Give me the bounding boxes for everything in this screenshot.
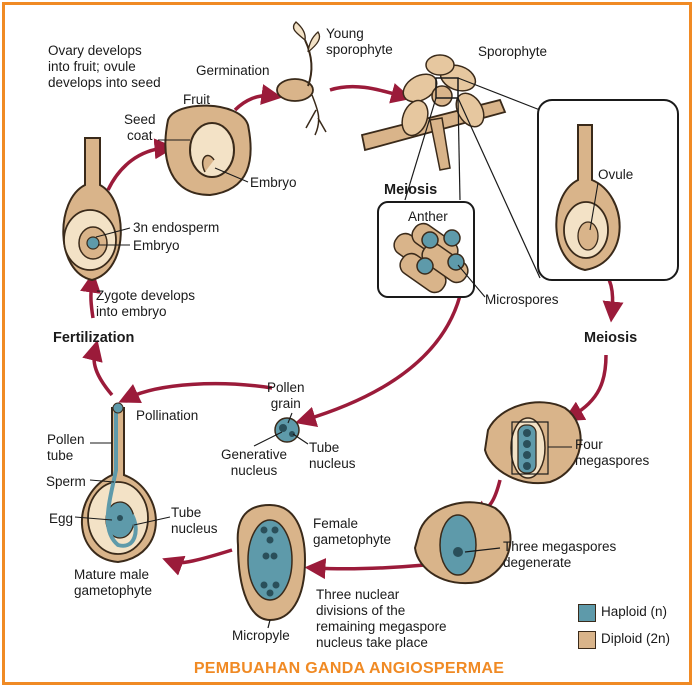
meiosis-ovule-label: Meiosis (584, 330, 638, 346)
label-leader-lines (74, 139, 599, 526)
young-sporophyte-label: Young sporophyte (326, 26, 393, 57)
haploid-legend-label: Haploid (n) (601, 604, 668, 619)
anther-illustration (393, 222, 469, 294)
fruit-illustration (164, 104, 252, 197)
pollen-grain-label: Pollen grain (267, 380, 305, 411)
pollen-grain-illustration (274, 417, 300, 443)
young-sporophyte-illustration (276, 21, 327, 136)
endosperm-label: 3n endosperm (133, 220, 220, 235)
seed-coat-label: Seed coat (124, 112, 156, 143)
meiosis-anther-label: Meiosis (384, 182, 438, 198)
three-megaspores-label: Three megaspores degenerate (503, 539, 617, 570)
developing-ovary-illustration (62, 137, 122, 282)
sperm-label: Sperm (46, 474, 86, 489)
tube-nucleus-label: Tube nucleus (309, 440, 356, 471)
fruit-label: Fruit (183, 92, 210, 107)
fertilization-label: Fertilization (53, 330, 135, 346)
pollination-label: Pollination (136, 408, 199, 423)
generative-nucleus-label: Generative nucleus (221, 447, 288, 478)
micropyle-label: Micropyle (232, 628, 290, 643)
anther-label: Anther (408, 209, 448, 224)
seed-embryo-label: Embryo (250, 175, 297, 190)
female-gametophyte-illustration (236, 503, 307, 629)
degenerate-megaspores-illustration (413, 501, 512, 585)
mature-male-gametophyte-label: Mature male gametophyte (74, 567, 153, 598)
sporophyte-label: Sporophyte (478, 44, 548, 59)
ovary-develops-label: Ovary develops into fruit; ovule develop… (48, 43, 161, 90)
female-gametophyte-label: Female gametophyte (313, 516, 392, 547)
four-megaspores-illustration (483, 401, 582, 485)
sporophyte-flower-illustration (360, 54, 541, 279)
zygote-label: Zygote develops into embryo (96, 288, 196, 319)
pollination-illustration (80, 402, 157, 564)
diploid-swatch (578, 631, 596, 649)
ovule-label: Ovule (598, 167, 634, 182)
diagram-caption: PEMBUAHAN GANDA ANGIOSPERMAE (193, 660, 505, 677)
diploid-legend-label: Diploid (2n) (601, 631, 671, 646)
pollen-tube-label: Pollen tube (47, 432, 85, 463)
egg-label: Egg (49, 511, 74, 526)
germination-label: Germination (196, 63, 270, 78)
microspores-label: Microspores (485, 292, 559, 307)
nuclear-divisions-label: Three nuclear divisions of the remaining… (316, 587, 447, 650)
embryo-label: Embryo (133, 238, 180, 253)
male-tube-nucleus-label: Tube nucleus (171, 505, 218, 536)
haploid-swatch (578, 604, 596, 622)
four-megaspores-label: Four megaspores (575, 437, 650, 468)
ovule-illustration (555, 124, 621, 272)
